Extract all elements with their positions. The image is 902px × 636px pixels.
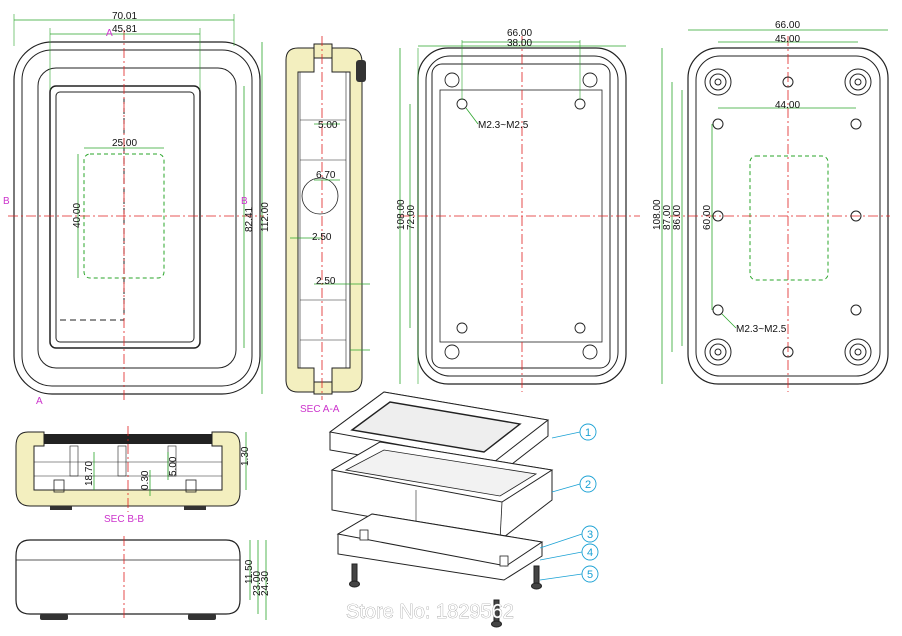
section-a-dim-1: 5.00 [318,120,338,131]
callout-3: 3 [587,529,593,541]
section-a-dim-4: 2.50 [316,276,336,287]
front-mark-b-left: B [3,196,10,207]
bottom-dim-width: 66.00 [775,20,800,31]
callout-4: 4 [587,547,593,559]
side-dim-2: 23.00 [252,571,263,596]
section-b-dim-4: 1.30 [240,446,251,466]
bottom-dim-inner: 44.00 [775,100,800,111]
bottom-screw-note: M2.3~M2.5 [736,324,787,335]
section-a-dim-3: 2.50 [312,232,332,243]
section-a-dim-2: 6.70 [316,170,336,181]
back-view: 66.00 38.00 108.00 72.00 M2.3~M2.5 [396,28,640,392]
front-dim-screen-height: 40.00 [72,203,83,228]
bottom-dim-height-1: 108.00 [652,199,663,230]
bottom-dim-height-2: 87.00 [662,205,673,230]
section-b-view: 18.70 0.30 5.00 1.30 SEC B-B [15,426,251,525]
section-b-label: SEC B-B [104,514,144,525]
callouts: 1 2 3 4 5 [539,423,599,583]
front-dim-height: 112.00 [260,202,271,232]
front-dim-inner-height: 82.41 [244,207,255,232]
back-screw-note: M2.3~M2.5 [478,120,529,131]
exploded-part-3-base [336,513,544,581]
front-mark-a-bottom: A [36,396,43,407]
callout-2: 2 [585,479,591,491]
exploded-part-1-bezel [328,391,550,479]
store-watermark: Store No: 1829562 [346,601,514,623]
callout-5: 5 [587,569,593,581]
side-dim-3: 24.30 [260,571,271,596]
exploded-screws [349,563,542,628]
bottom-dim-height-3: 86.00 [672,205,683,230]
bottom-dim-boss-spacing: 45.00 [775,34,800,45]
section-b-dim-2: 0.30 [140,470,151,490]
section-b-dim-1: 18.70 [84,461,95,486]
back-dim-width: 66.00 [507,28,532,39]
section-a-view: 5.00 6.70 2.50 2.50 SEC A-A [285,36,370,415]
side-dim-1: 11.50 [244,559,255,584]
front-dim-width: 70.01 [112,11,137,22]
exploded-part-2-housing [330,441,554,541]
section-a-label: SEC A-A [300,404,340,415]
section-b-dim-3: 5.00 [168,456,179,476]
front-dim-inner-width: 45.81 [112,24,137,35]
side-view: 11.50 23.00 24.30 [15,536,271,620]
front-dim-screen-width: 25.00 [112,138,137,149]
callout-1: 1 [585,427,591,439]
back-dim-height: 108.00 [396,199,407,230]
front-view: 70.01 45.81 25.00 40.00 82.41 112.00 A A… [3,11,271,407]
front-mark-a-top: A [106,28,113,39]
back-dim-hole-spacing: 38.00 [507,38,532,49]
front-mark-b-right: B [241,196,248,207]
exploded-view [328,391,554,628]
bottom-view: 66.00 45.00 44.00 108.00 87.00 86.00 60.… [652,20,890,392]
back-dim-hole-height: 72.00 [406,205,417,230]
bottom-dim-hole-height: 60.00 [702,205,713,230]
